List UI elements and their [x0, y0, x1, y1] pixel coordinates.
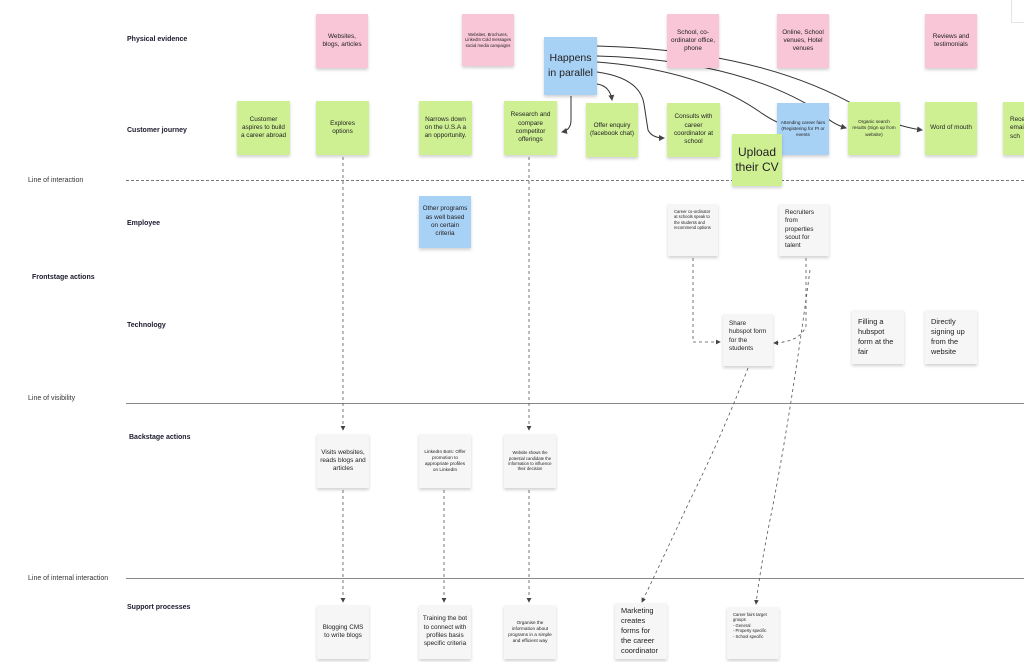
- row-label-backstage-actions: Backstage actions: [129, 434, 191, 441]
- sticky-organic-search[interactable]: Organic search results (Sign up from web…: [848, 102, 900, 155]
- sticky-training-bot[interactable]: Training the bot to connect with profile…: [419, 605, 471, 659]
- sticky-attending-career-fairs[interactable]: Attending career fairs (Registering for …: [777, 103, 829, 155]
- sticky-customer-aspires[interactable]: Customer aspires to build a career abroa…: [237, 101, 290, 155]
- sticky-happens-in-parallel[interactable]: Happens in parallel: [544, 37, 597, 95]
- row-label-physical-evidence: Physical evidence: [127, 36, 188, 43]
- career-fairs-item: - General: [733, 622, 751, 628]
- line-of-visibility: [126, 403, 1024, 404]
- sticky-filling-hubspot-form[interactable]: Filling a hubspot form at the fair: [852, 310, 904, 364]
- sticky-recruiters-scout[interactable]: Recruiters from properties scout for tal…: [779, 204, 829, 256]
- toolbar-corner: [1011, 0, 1024, 23]
- sticky-websites-brochures-linkedin[interactable]: Websites, Brochures, LinkedIn Cold messa…: [462, 14, 514, 66]
- career-fairs-title: Career fairs target groups: [733, 612, 767, 623]
- sticky-narrows-down-usa[interactable]: Narrows down on the U.S.A a an opportuni…: [419, 101, 472, 155]
- row-label-employee: Employee: [127, 220, 161, 227]
- row-label-customer-journey: Customer journey: [127, 127, 187, 134]
- sticky-linkedin-bots[interactable]: LinkedIn Bots: Offer promotion to approp…: [419, 434, 471, 488]
- sticky-word-of-mouth[interactable]: Word of mouth: [925, 102, 977, 155]
- sticky-explores-options[interactable]: Explores options: [316, 101, 369, 155]
- sticky-receives-email[interactable]: Rece email to sch: [1003, 102, 1024, 155]
- line-label-internal-interaction: Line of internal interaction: [28, 575, 109, 582]
- career-fairs-item: - School specific: [733, 633, 764, 639]
- sticky-reviews-testimonials[interactable]: Reviews and testimonials: [925, 14, 977, 68]
- row-label-support-processes: Support processes: [127, 604, 191, 611]
- sticky-share-hubspot-form[interactable]: Share hubspot form for the students: [723, 314, 773, 366]
- sticky-marketing-creates-forms[interactable]: Marketing creates forms for the career c…: [615, 603, 667, 659]
- row-label-technology: Technology: [127, 322, 166, 329]
- sticky-school-coordinator-office[interactable]: School, co-ordinator office, phone: [667, 14, 719, 68]
- sticky-website-shows-info[interactable]: Website shows the potential candidate th…: [504, 434, 556, 488]
- line-label-interaction: Line of interaction: [28, 177, 84, 184]
- sticky-websites-blogs[interactable]: Websites, blogs, articles: [316, 14, 368, 68]
- sticky-directly-signing-up[interactable]: Directly signing up from the website: [925, 310, 977, 364]
- sticky-career-fairs-target-groups[interactable]: Career fairs target groups - General - P…: [727, 607, 779, 659]
- sticky-offer-enquiry[interactable]: Offer enquiry (facebook chat): [586, 103, 638, 157]
- sticky-research-compare[interactable]: Research and compare competitor offering…: [504, 101, 557, 155]
- sticky-visits-websites[interactable]: Visits websites, reads blogs and article…: [317, 434, 369, 488]
- sticky-consults-coordinator[interactable]: Consults with career coordinator at scho…: [667, 103, 720, 157]
- line-label-visibility: Line of visibility: [28, 395, 76, 402]
- line-of-internal-interaction: [126, 578, 1024, 579]
- sticky-upload-cv[interactable]: Upload their CV: [732, 134, 782, 186]
- sticky-organise-information[interactable]: Organise the information about programs …: [504, 605, 556, 659]
- career-fairs-item: - Property specific: [733, 628, 767, 634]
- row-label-frontstage-actions: Frontstage actions: [32, 274, 95, 281]
- sticky-career-coordinator-speaks[interactable]: Career co-ordinator at schools speak to …: [668, 204, 718, 256]
- sticky-online-school-hotel-venues[interactable]: Online, School venues, Hotel venues: [777, 14, 829, 68]
- line-of-interaction: [126, 180, 1024, 181]
- sticky-other-programs[interactable]: Other programs as well based on certain …: [419, 196, 471, 248]
- sticky-blogging-cms[interactable]: Blogging CMS to write blogs: [317, 605, 369, 659]
